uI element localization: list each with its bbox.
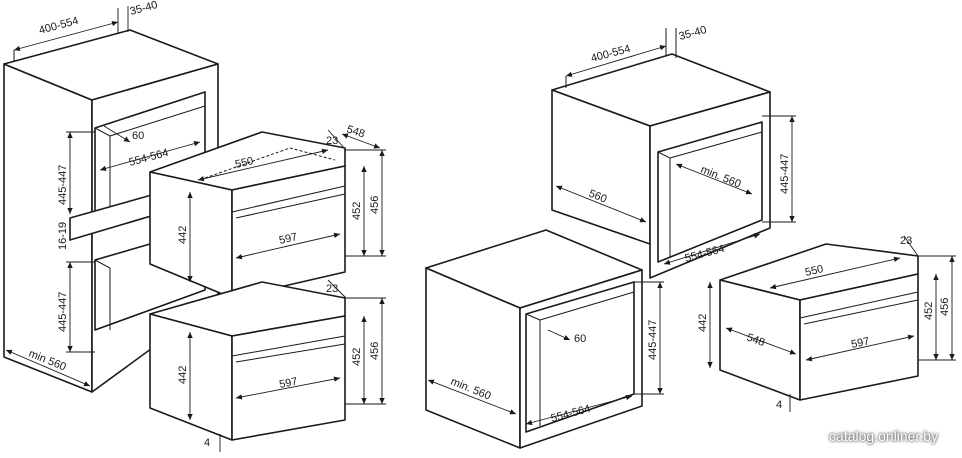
label-right-unit-side: 442 [697, 314, 709, 332]
label-left-gap: 35-40 [129, 0, 159, 18]
label-left-middle-gap: 16-19 [57, 222, 69, 250]
label-right-base-height: 445-447 [647, 320, 659, 360]
label-right-unit-height-inner: 452 [923, 302, 935, 320]
right-tall-cabinet: 400-554 35-40 560 min. 560 445-447 554-5… [551, 24, 796, 279]
label-right-base-depth-gap: 60 [574, 333, 586, 345]
label-left-top-unit-height-outer: 456 [369, 196, 381, 214]
label-left-top-unit-offset: 23 [326, 135, 338, 147]
label-right-unit-depth: 548 [745, 332, 766, 350]
label-left-bottom-unit-height-outer: 456 [369, 342, 381, 360]
label-right-gap: 35-40 [678, 24, 708, 43]
label-left-top-unit-width: 550 [234, 155, 255, 171]
label-left-bottom-height: 445-447 [57, 292, 69, 332]
label-left-top-unit-front: 597 [278, 231, 299, 247]
right-appliance: 550 442 548 597 452 456 23 4 [697, 235, 956, 412]
label-left-top-unit-height-inner: 452 [351, 202, 363, 220]
label-right-tall-height: 445-447 [779, 154, 791, 194]
label-left-bottom-unit-offset: 23 [326, 283, 338, 295]
label-left-bottom-unit-side: 442 [177, 366, 189, 384]
label-left-bottom-gap: 4 [204, 437, 210, 449]
label-right-unit-front: 597 [850, 335, 870, 351]
label-left-bottom-unit-front: 597 [278, 376, 298, 391]
left-top-appliance: 550 442 597 452 456 23 548 [149, 123, 386, 299]
label-right-unit-top-width: 550 [804, 263, 825, 279]
label-left-top-unit-side: 442 [177, 226, 189, 244]
label-right-unit-height-outer: 456 [939, 298, 951, 316]
watermark-text: catalog.onliner.by [829, 428, 938, 444]
left-bottom-appliance: 442 597 452 456 23 4 [149, 279, 386, 452]
label-right-unit-bottom-gap: 4 [776, 399, 782, 411]
label-left-depth-gap: 60 [132, 130, 144, 142]
label-right-unit-offset: 23 [900, 235, 912, 247]
label-left-top-height: 445-447 [57, 165, 69, 205]
label-left-bottom-unit-height-inner: 452 [351, 348, 363, 366]
label-right-niche-width: 400-554 [590, 43, 632, 65]
right-base-cabinet: 60 445-447 min. 560 554-564 [425, 229, 664, 449]
label-left-top-unit-depth: 548 [345, 123, 366, 140]
